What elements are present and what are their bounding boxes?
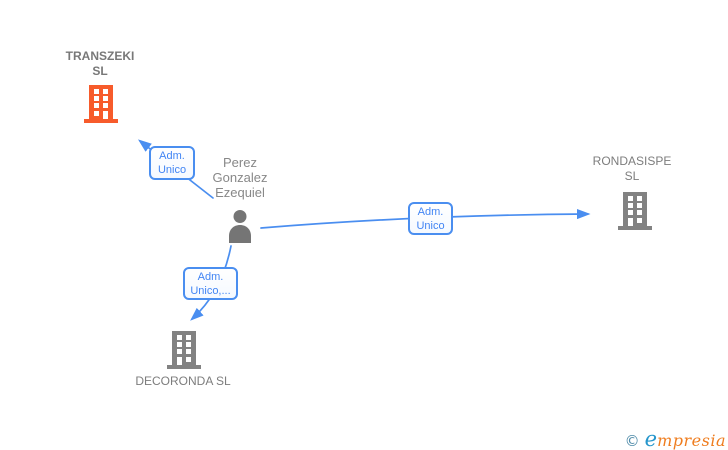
building-icon[interactable] [167, 331, 201, 369]
person-label[interactable]: Perez Gonzalez Ezequiel [212, 155, 268, 200]
building-icon[interactable] [618, 192, 652, 230]
person-icon[interactable] [226, 209, 254, 243]
edge-label-line: Unico [416, 219, 445, 232]
edge-label-line: Unico,... [190, 284, 231, 297]
building-icon[interactable] [84, 85, 118, 123]
edge-label-adm-unico-1[interactable]: Adm. Unico [149, 146, 195, 180]
company-label-decoronda[interactable]: DECORONDA SL [135, 374, 231, 388]
edge-label-adm-unico-3[interactable]: Adm. Unico,... [183, 267, 238, 300]
edge-label-adm-unico-2[interactable]: Adm. Unico [408, 202, 453, 235]
edge-label-line: Unico [157, 164, 187, 176]
edge-label-line: Adm. [159, 150, 185, 162]
copyright-icon: © [624, 432, 640, 450]
empresia-logo[interactable]: © e mpresia [625, 427, 726, 450]
company-label-transzeki[interactable]: TRANSZEKI SL [65, 49, 135, 78]
edge-label-line: Adm. [197, 270, 224, 283]
company-label-rondasispe[interactable]: RONDASISPE SL [592, 154, 672, 183]
brand-initial: e [644, 427, 658, 450]
brand-text: mpresia [657, 431, 726, 450]
edge-label-line: Adm. [417, 205, 444, 218]
